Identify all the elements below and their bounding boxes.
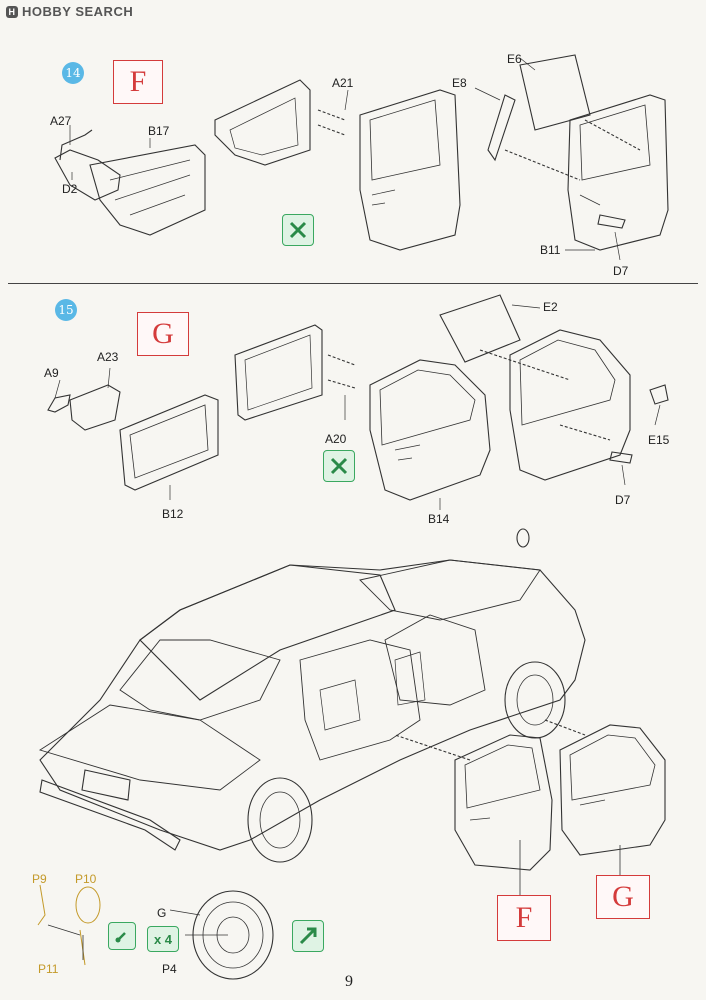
step-14-number: 14 (62, 62, 84, 84)
assembly-g-box: G (137, 312, 189, 356)
watermark: H HOBBY SEARCH (6, 4, 133, 19)
part-d7-step15: D7 (615, 493, 631, 507)
page-number: 9 (345, 973, 353, 990)
part-d7-step14: D7 (613, 264, 629, 278)
cement-no-icon-step15 (323, 450, 355, 482)
assembly-f-box: F (113, 60, 163, 104)
part-p4: P4 (162, 962, 177, 976)
part-a21: A21 (332, 76, 354, 90)
step-divider (8, 283, 698, 284)
part-e8: E8 (452, 76, 467, 90)
hobby-search-logo: H (6, 5, 18, 18)
part-e2: E2 (543, 300, 558, 314)
part-g-tire: G (157, 906, 167, 920)
part-b12: B12 (162, 507, 184, 521)
paint-icon (108, 922, 136, 950)
assemble-arrow-icon (292, 920, 324, 952)
part-p11: P11 (38, 962, 59, 976)
part-b11: B11 (540, 243, 561, 257)
part-p10: P10 (75, 872, 97, 886)
part-e15: E15 (648, 433, 670, 447)
part-a20: A20 (325, 432, 347, 446)
part-p9: P9 (32, 872, 47, 886)
watermark-text: HOBBY SEARCH (22, 4, 134, 19)
part-b14: B14 (428, 512, 450, 526)
assembly-f-door: F (497, 895, 551, 941)
part-a27: A27 (50, 114, 72, 128)
quantity-x4: x 4 (147, 926, 179, 952)
part-a9: A9 (44, 366, 59, 380)
step-15-number: 15 (55, 299, 77, 321)
cement-no-icon (282, 214, 314, 246)
part-d2: D2 (62, 182, 78, 196)
part-a23: A23 (97, 350, 119, 364)
part-b17: B17 (148, 124, 170, 138)
assembly-g-door: G (596, 875, 650, 919)
part-e6: E6 (507, 52, 522, 66)
